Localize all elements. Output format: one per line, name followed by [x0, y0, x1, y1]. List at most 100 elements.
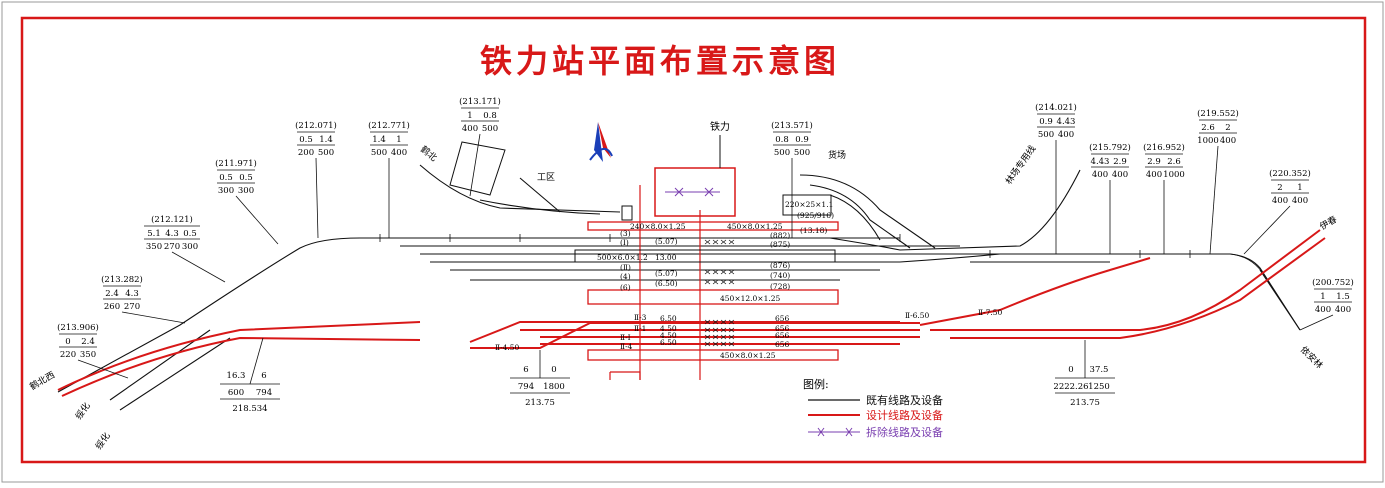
switch-mark: [720, 239, 727, 245]
curve-chainage: (215.792): [1089, 142, 1131, 153]
curve-c: 400: [1272, 196, 1288, 206]
curve-c: 400: [462, 124, 478, 134]
legend-title: 图例:: [803, 377, 829, 391]
track-II-3: Ⅱ-3: [634, 313, 647, 322]
curve-c: 500: [1038, 130, 1054, 140]
place-left-bot: 绥化: [93, 430, 113, 452]
curve-c: 260: [104, 302, 120, 312]
grade-d: 1800: [543, 382, 565, 392]
station-name: 铁力: [710, 120, 730, 133]
switch-mark: [704, 269, 711, 275]
signal-1: Ⅱ-6.50: [905, 311, 930, 320]
track-f-3: 656: [775, 331, 790, 340]
platform-1: [587, 221, 839, 231]
place-right-top: 伊春: [1318, 213, 1340, 232]
curve-chainage: (212.121): [151, 214, 193, 225]
switch-mark: [728, 327, 735, 333]
curve-chainage: (200.752): [1312, 277, 1354, 288]
track-f-4: 656: [775, 340, 790, 349]
track-labels: (3) (Ⅰ) (Ⅱ) (4) (6) (5.07) (5.07) (6.50)…: [495, 211, 1003, 352]
place-depot: 鹤北: [418, 143, 440, 164]
curve-b: 1: [396, 135, 401, 145]
platform-1-label: 240×8.0×1.25: [630, 222, 686, 231]
designed-lines: [57, 185, 1326, 397]
curve-c: 1000: [1197, 136, 1219, 146]
switch-mark: [704, 327, 711, 333]
legend-removed: 拆除线路及设备: [866, 425, 943, 439]
curve-b: 1.5: [1336, 292, 1350, 302]
curve-c: 220: [60, 350, 76, 360]
curve-c: 200: [298, 148, 314, 158]
platform-7-label: 13.00: [655, 253, 677, 262]
switch-mark: [728, 269, 735, 275]
switch-mark: [720, 279, 727, 285]
switch-mark: [704, 239, 711, 245]
platform-4-label: 500×6.0×1.2: [597, 253, 648, 262]
grade-b: 37.5: [1090, 365, 1109, 375]
track-6: (6): [620, 283, 631, 292]
curve-a: 2.9: [1147, 157, 1161, 167]
place-left-mid: 绥化: [73, 400, 93, 422]
grade-d: 1250: [1088, 382, 1110, 392]
curve-b: 2: [1225, 123, 1230, 133]
curve-d: 1000: [1163, 170, 1185, 180]
legend-existing: 既有线路及设备: [866, 393, 943, 407]
track-width-3: 4.50: [660, 331, 677, 340]
track-3: (3): [620, 229, 631, 238]
north-arrow-icon: [589, 122, 613, 162]
curve-b: 0.5: [239, 173, 253, 183]
grade-b: 0: [551, 365, 556, 375]
place-branch: 林场专用线: [1003, 143, 1039, 187]
work-area-box: [449, 141, 506, 196]
curve-d: 400: [1292, 196, 1308, 206]
switch-mark: [712, 334, 719, 340]
track-f-2: 656: [775, 324, 790, 333]
switch-mark: [720, 334, 727, 340]
switch-mark: [728, 334, 735, 340]
curve-a: 0.5: [299, 135, 313, 145]
curve-chainage: (213.571): [771, 120, 813, 131]
curve-chainage: (212.771): [368, 120, 410, 131]
curve-d: 350: [146, 242, 162, 252]
grade-a: 0: [1068, 365, 1073, 375]
legend-designed: 设计线路及设备: [866, 408, 943, 422]
signal-box: [621, 205, 633, 221]
switch-mark: [728, 279, 735, 285]
place-right-bot: 依安林: [1298, 344, 1326, 372]
curve-b: 1: [1297, 183, 1302, 193]
platform-3: [587, 349, 839, 361]
curve-c: 500: [371, 148, 387, 158]
curve-a: 0.8: [775, 135, 789, 145]
place-work-area: 工区: [537, 172, 555, 183]
curve-b: 4.3: [165, 229, 179, 239]
curve-chainage: (219.552): [1197, 108, 1239, 119]
curve-d: 270: [124, 302, 140, 312]
track-len-2: (5.07): [655, 269, 678, 278]
track-width-4: 6.50: [660, 338, 677, 347]
platform-6-label: 450×8.0×1.25: [720, 351, 776, 360]
platforms: [449, 135, 839, 361]
curve-chainage: (213.282): [101, 274, 143, 285]
switch-mark: [712, 327, 719, 333]
switch-mark: [704, 334, 711, 340]
place-left-top: 鹤北西: [28, 369, 57, 393]
curve-b: 2.9: [1113, 157, 1127, 167]
grade-d: 794: [256, 388, 272, 398]
platform-existing: [574, 249, 836, 263]
track-end-4: (740): [770, 271, 790, 280]
switch-mark: [720, 327, 727, 333]
track-width-1: 6.50: [660, 314, 677, 323]
curve-a: 2: [1277, 183, 1282, 193]
track-end-6: (13.18): [800, 226, 827, 235]
diagram-title: 铁力站平面布置示意图: [480, 42, 840, 80]
